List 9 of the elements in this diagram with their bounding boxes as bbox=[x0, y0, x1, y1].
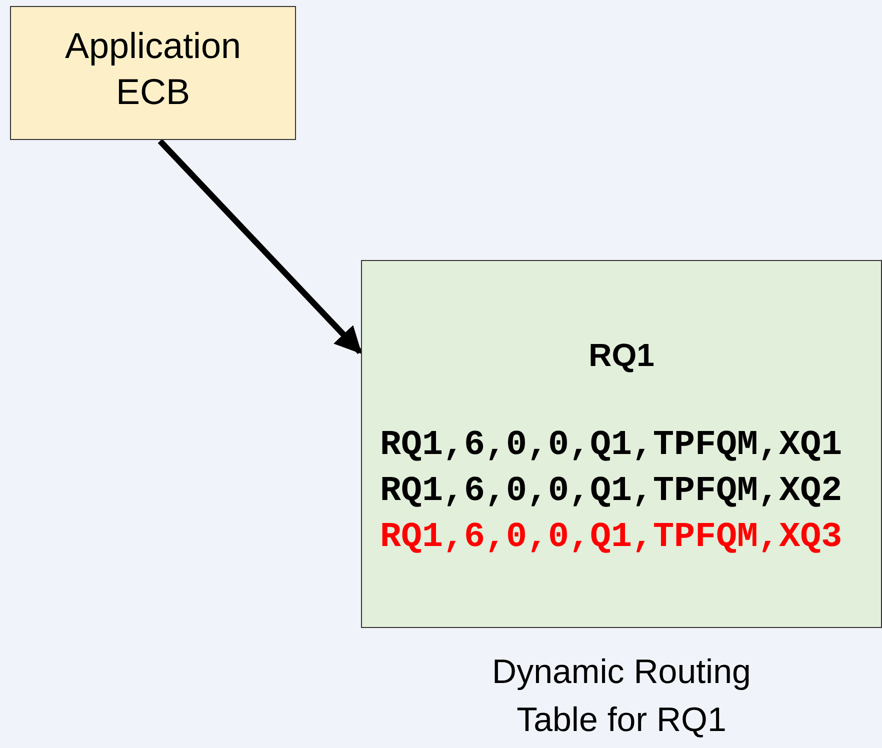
table-box bbox=[361, 260, 882, 628]
table-heading: RQ1 bbox=[588, 337, 656, 374]
table-row: RQ1,6,0,0,Q1,TPFQM,XQ2 bbox=[380, 471, 842, 511]
table-row: RQ1,6,0,0,Q1,TPFQM,XQ1 bbox=[380, 425, 842, 465]
table-row: RQ1,6,0,0,Q1,TPFQM,XQ3 bbox=[380, 517, 842, 557]
process-box bbox=[10, 6, 296, 140]
node-label: Application ECB bbox=[64, 24, 242, 114]
arrow bbox=[158, 138, 362, 354]
node-label: Dynamic Routing Table for RQ1 bbox=[491, 652, 752, 741]
